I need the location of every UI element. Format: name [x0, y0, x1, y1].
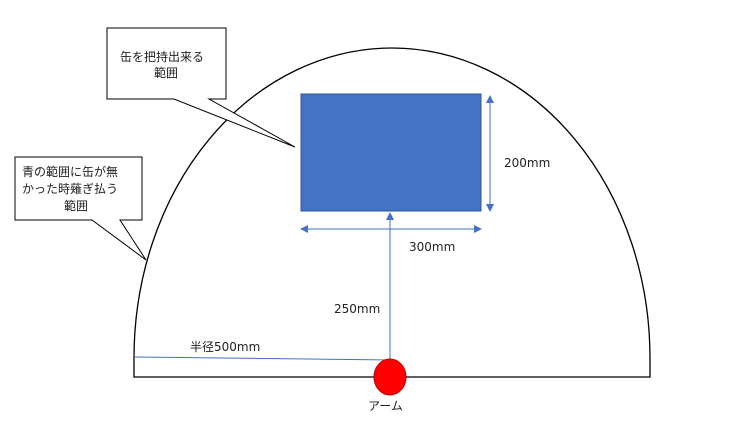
radius-label: 半径500mm — [190, 340, 260, 354]
sweep-note-callout-line-3: 範囲 — [64, 198, 88, 213]
arm-circle — [373, 358, 407, 396]
pickup-range-callout-shape — [106, 27, 296, 148]
sweep-note-callout-shape — [14, 156, 147, 261]
sweep-note-callout: 青の範囲に缶が無 かった時薙ぎ払う 範囲 — [14, 156, 147, 261]
sweep-note-callout-line-2: かった時薙ぎ払う — [22, 182, 118, 196]
pickup-range-callout: 缶を把持出来る 範囲 — [106, 27, 296, 148]
sweep-note-callout-line-1: 青の範囲に缶が無 — [22, 164, 118, 179]
pickup-area-rectangle — [300, 93, 482, 212]
distance-dimension-label: 250mm — [334, 302, 380, 316]
arm-label: アーム — [368, 399, 403, 413]
radius-line — [134, 356, 389, 361]
width-dimension-label: 300mm — [409, 240, 455, 254]
pickup-range-callout-line-1: 缶を把持出来る — [120, 49, 204, 64]
pickup-range-callout-line-2: 範囲 — [154, 65, 178, 80]
semicircle-range-outline — [133, 47, 651, 378]
height-dimension-label: 200mm — [504, 156, 550, 170]
